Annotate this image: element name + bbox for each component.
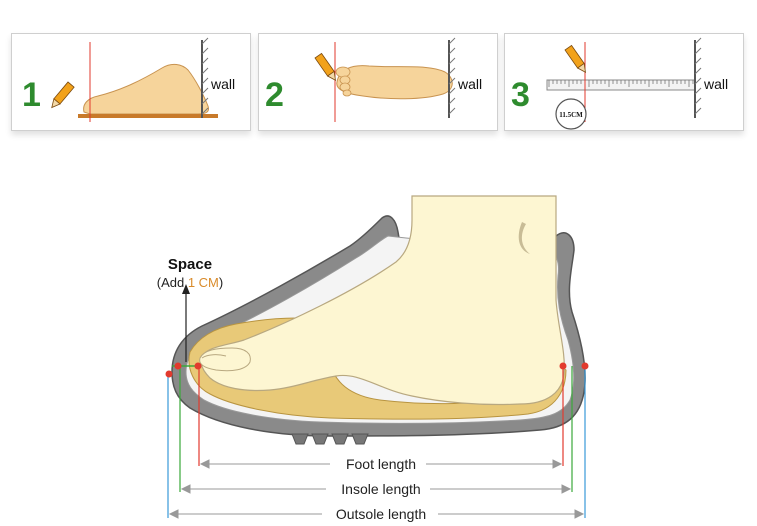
wall-label: wall xyxy=(457,76,482,92)
pencil-icon xyxy=(564,44,586,74)
step-number-1: 1 xyxy=(22,76,41,114)
outsole-tread xyxy=(291,433,369,445)
space-note: (Add 1 CM) xyxy=(157,275,223,290)
big-toe xyxy=(199,347,251,372)
insole-tip-point xyxy=(174,362,182,370)
step-panel-3: 3 11.5CM wall xyxy=(504,33,744,131)
pencil-icon xyxy=(314,52,336,82)
ankle-bone xyxy=(518,222,530,254)
wall-label: wall xyxy=(210,76,235,92)
measurement-badge xyxy=(555,98,587,130)
insole-length-arrowhead-right xyxy=(561,484,572,494)
toe-tip-point xyxy=(194,362,202,370)
toes xyxy=(335,66,352,97)
step-number-2: 2 xyxy=(265,76,284,114)
step-panel-2: 2 wall xyxy=(258,33,498,131)
outsole-length-arrowhead-left xyxy=(168,509,179,519)
foot-length-arrowhead-left xyxy=(199,459,210,469)
space-arrow-head xyxy=(182,284,190,294)
outsole-length-arrowhead-right xyxy=(574,509,585,519)
ruler-ticks xyxy=(548,80,694,87)
foot-side-view xyxy=(83,63,209,115)
toenail xyxy=(201,354,227,359)
foot-top-view xyxy=(336,65,453,100)
insole-length-label: Insole length xyxy=(341,481,420,497)
step-panel-1: 1 wall xyxy=(11,33,251,131)
outsole-length-label: Outsole length xyxy=(336,506,426,522)
floor-board xyxy=(78,114,218,118)
outsole-heel-point xyxy=(581,362,589,370)
measurement-badge-text: 11.5CM xyxy=(559,111,583,119)
foot-length-arrowhead-right xyxy=(552,459,563,469)
insole-length-arrowhead-left xyxy=(180,484,191,494)
wall-label: wall xyxy=(703,76,728,92)
foot xyxy=(200,195,565,406)
pencil-icon xyxy=(51,81,75,109)
foot-length-label: Foot length xyxy=(346,456,416,472)
step-number-3: 3 xyxy=(511,76,530,114)
outsole-tip-point xyxy=(165,370,173,378)
heel-point xyxy=(559,362,567,370)
space-title: Space xyxy=(168,256,212,273)
